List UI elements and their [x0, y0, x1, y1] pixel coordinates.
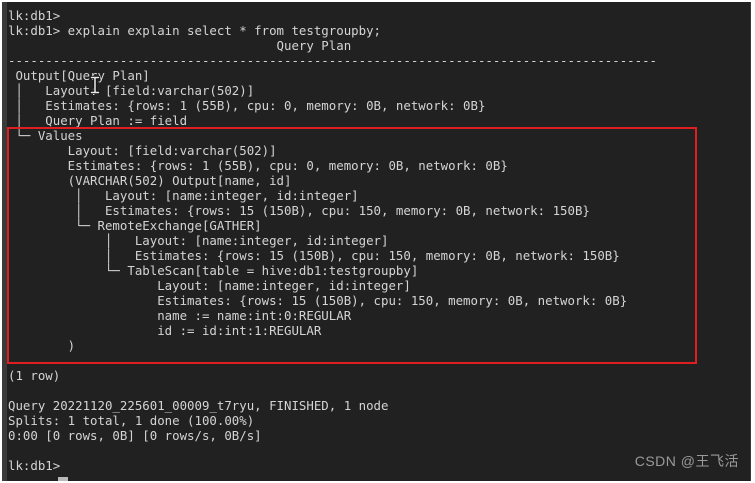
terminal-caret-icon	[58, 477, 68, 481]
watermark: CSDN @王飞活	[634, 453, 739, 469]
terminal-output: lk:db1> lk:db1> explain explain select *…	[8, 8, 658, 473]
terminal-left-edge	[2, 2, 7, 481]
